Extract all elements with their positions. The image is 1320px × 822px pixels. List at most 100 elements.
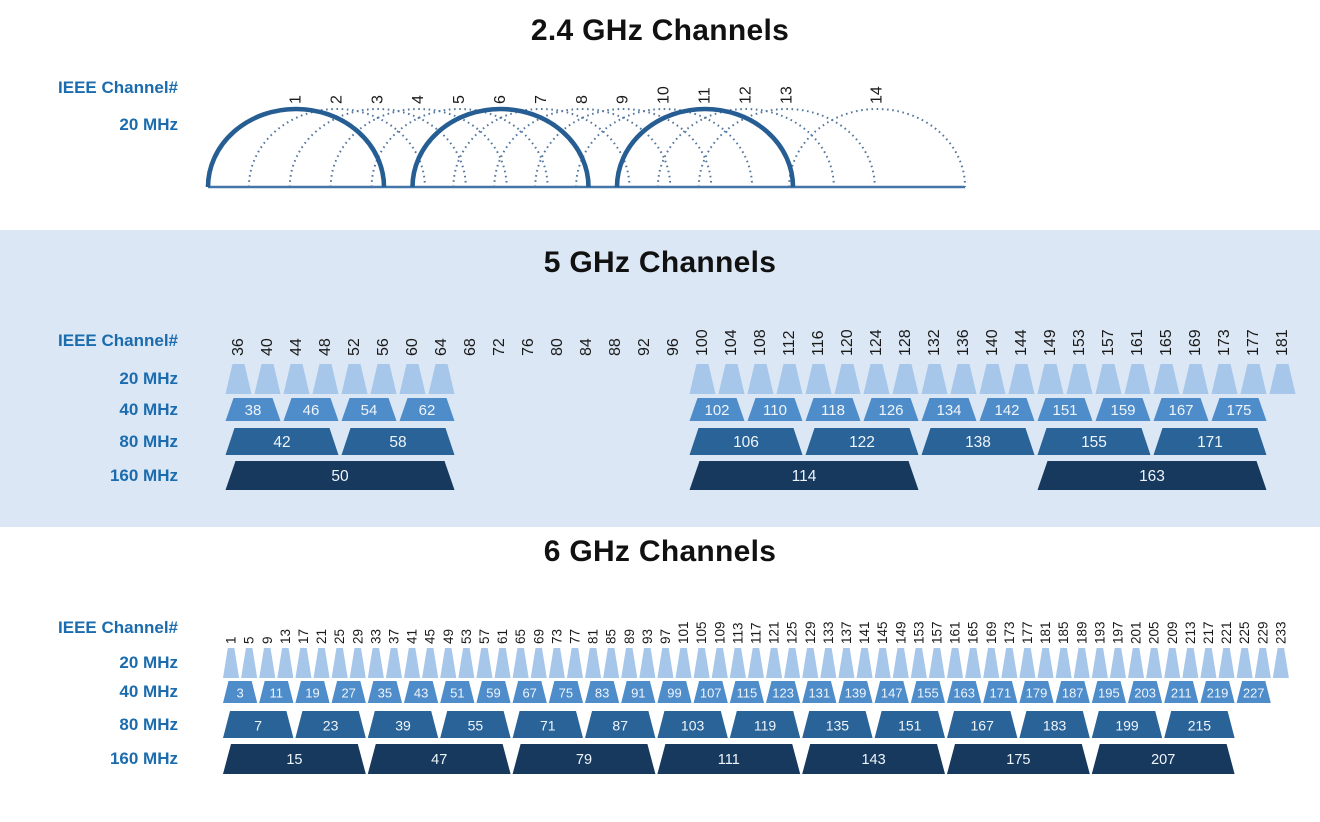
block-40-11 [259, 681, 294, 703]
ieee-channel-row-label: IEEE Channel# [58, 78, 178, 97]
channel-number-128: 128 [897, 329, 914, 356]
channel-number-169: 169 [984, 621, 999, 644]
block-20-45 [422, 648, 439, 678]
channel-number-56: 56 [375, 338, 392, 356]
block-40-115 [729, 681, 764, 703]
block-40-195-label: 195 [1098, 686, 1120, 701]
block-40-211 [1164, 681, 1199, 703]
block-80-106-label: 106 [733, 434, 759, 451]
channel-number-8: 8 [574, 95, 591, 104]
channel-number-3: 3 [369, 95, 386, 104]
block-20-173 [1001, 648, 1018, 678]
block-160-50-label: 50 [331, 468, 349, 485]
block-80-39-label: 39 [395, 718, 411, 734]
block-80-167-label: 167 [971, 718, 995, 734]
block-40-102-label: 102 [704, 402, 729, 419]
block-160-175 [947, 744, 1090, 774]
channel-number-13: 13 [778, 86, 795, 104]
block-80-122-label: 122 [849, 434, 875, 451]
channel-number-5: 5 [242, 636, 257, 644]
block-40-35-label: 35 [378, 686, 392, 701]
channel-number-233: 233 [1273, 621, 1288, 644]
channel-number-88: 88 [607, 338, 624, 356]
channel-number-64: 64 [433, 338, 450, 356]
channel-number-225: 225 [1237, 621, 1252, 644]
channel-arc-1 [205, 106, 387, 188]
channel-number-77: 77 [567, 629, 582, 644]
channel-number-105: 105 [694, 621, 709, 644]
block-40-142-label: 142 [994, 402, 1019, 419]
block-160-114 [689, 461, 919, 490]
block-40-123 [766, 681, 801, 703]
block-20-40 [254, 364, 281, 394]
channel-number-173: 173 [1002, 621, 1017, 644]
channel-number-165: 165 [1158, 329, 1175, 356]
channel-number-124: 124 [868, 329, 885, 356]
channel-number-69: 69 [531, 629, 546, 644]
channel-number-116: 116 [810, 330, 827, 356]
channel-number-80: 80 [549, 338, 566, 356]
channel-arc-3 [288, 108, 467, 188]
block-80-23-label: 23 [323, 718, 339, 734]
band-6ghz-section: 6 GHz Channels IEEE Channel# 20 MHz 40 M… [0, 527, 1320, 822]
channel-number-113: 113 [730, 622, 745, 644]
block-20-5 [241, 648, 258, 678]
block-40-35 [367, 681, 402, 703]
block-40-118 [805, 398, 861, 421]
channel-number-197: 197 [1110, 621, 1125, 644]
channel-number-57: 57 [477, 629, 492, 644]
block-80-58-label: 58 [389, 434, 406, 451]
channel-number-17: 17 [296, 629, 311, 644]
block-20-185 [1055, 648, 1072, 678]
channel-arc-4 [329, 108, 508, 188]
block-20-201 [1128, 648, 1145, 678]
channel-number-48: 48 [317, 338, 334, 356]
block-20-165 [965, 648, 982, 678]
block-160-47-label: 47 [431, 752, 447, 768]
channel-number-5: 5 [451, 95, 468, 104]
block-40-110 [747, 398, 803, 421]
block-20-189 [1073, 648, 1090, 678]
channel-arc-5 [370, 108, 549, 188]
block-40-102 [689, 398, 745, 421]
channel-number-9: 9 [615, 95, 632, 104]
block-40-51 [440, 681, 475, 703]
block-40-139-label: 139 [845, 686, 867, 701]
channel-number-205: 205 [1147, 621, 1162, 644]
block-20-36 [225, 364, 252, 394]
block-20-120 [834, 364, 861, 394]
block-20-177 [1019, 648, 1036, 678]
channel-number-9: 9 [260, 636, 275, 644]
block-20-101 [675, 648, 692, 678]
block-20-233 [1272, 648, 1289, 678]
channel-number-81: 81 [586, 629, 601, 644]
block-40-118-label: 118 [821, 402, 845, 419]
block-40-54 [341, 398, 397, 421]
block-80-58 [341, 428, 455, 455]
block-80-71-label: 71 [540, 718, 556, 734]
block-40-91-label: 91 [631, 686, 645, 701]
block-20-109 [711, 648, 728, 678]
block-20-108 [747, 364, 774, 394]
block-40-99 [657, 681, 692, 703]
block-20-117 [747, 648, 764, 678]
block-20-65 [512, 648, 529, 678]
channel-number-61: 61 [495, 629, 510, 644]
block-80-183 [1019, 711, 1090, 738]
block-20-100 [689, 364, 716, 394]
block-40-163-label: 163 [953, 686, 975, 701]
channel-number-229: 229 [1255, 621, 1270, 644]
block-40-159 [1095, 398, 1151, 421]
block-40-203-label: 203 [1134, 686, 1156, 701]
block-20-225 [1236, 648, 1253, 678]
block-160-15-label: 15 [286, 752, 302, 768]
channel-number-129: 129 [803, 621, 818, 644]
band-2-4ghz-title: 2.4 GHz Channels [530, 14, 790, 47]
channel-number-141: 141 [857, 621, 872, 644]
block-20-125 [784, 648, 801, 678]
channel-number-185: 185 [1056, 621, 1071, 644]
channel-number-173: 173 [1216, 329, 1233, 356]
block-20-173 [1211, 364, 1238, 394]
